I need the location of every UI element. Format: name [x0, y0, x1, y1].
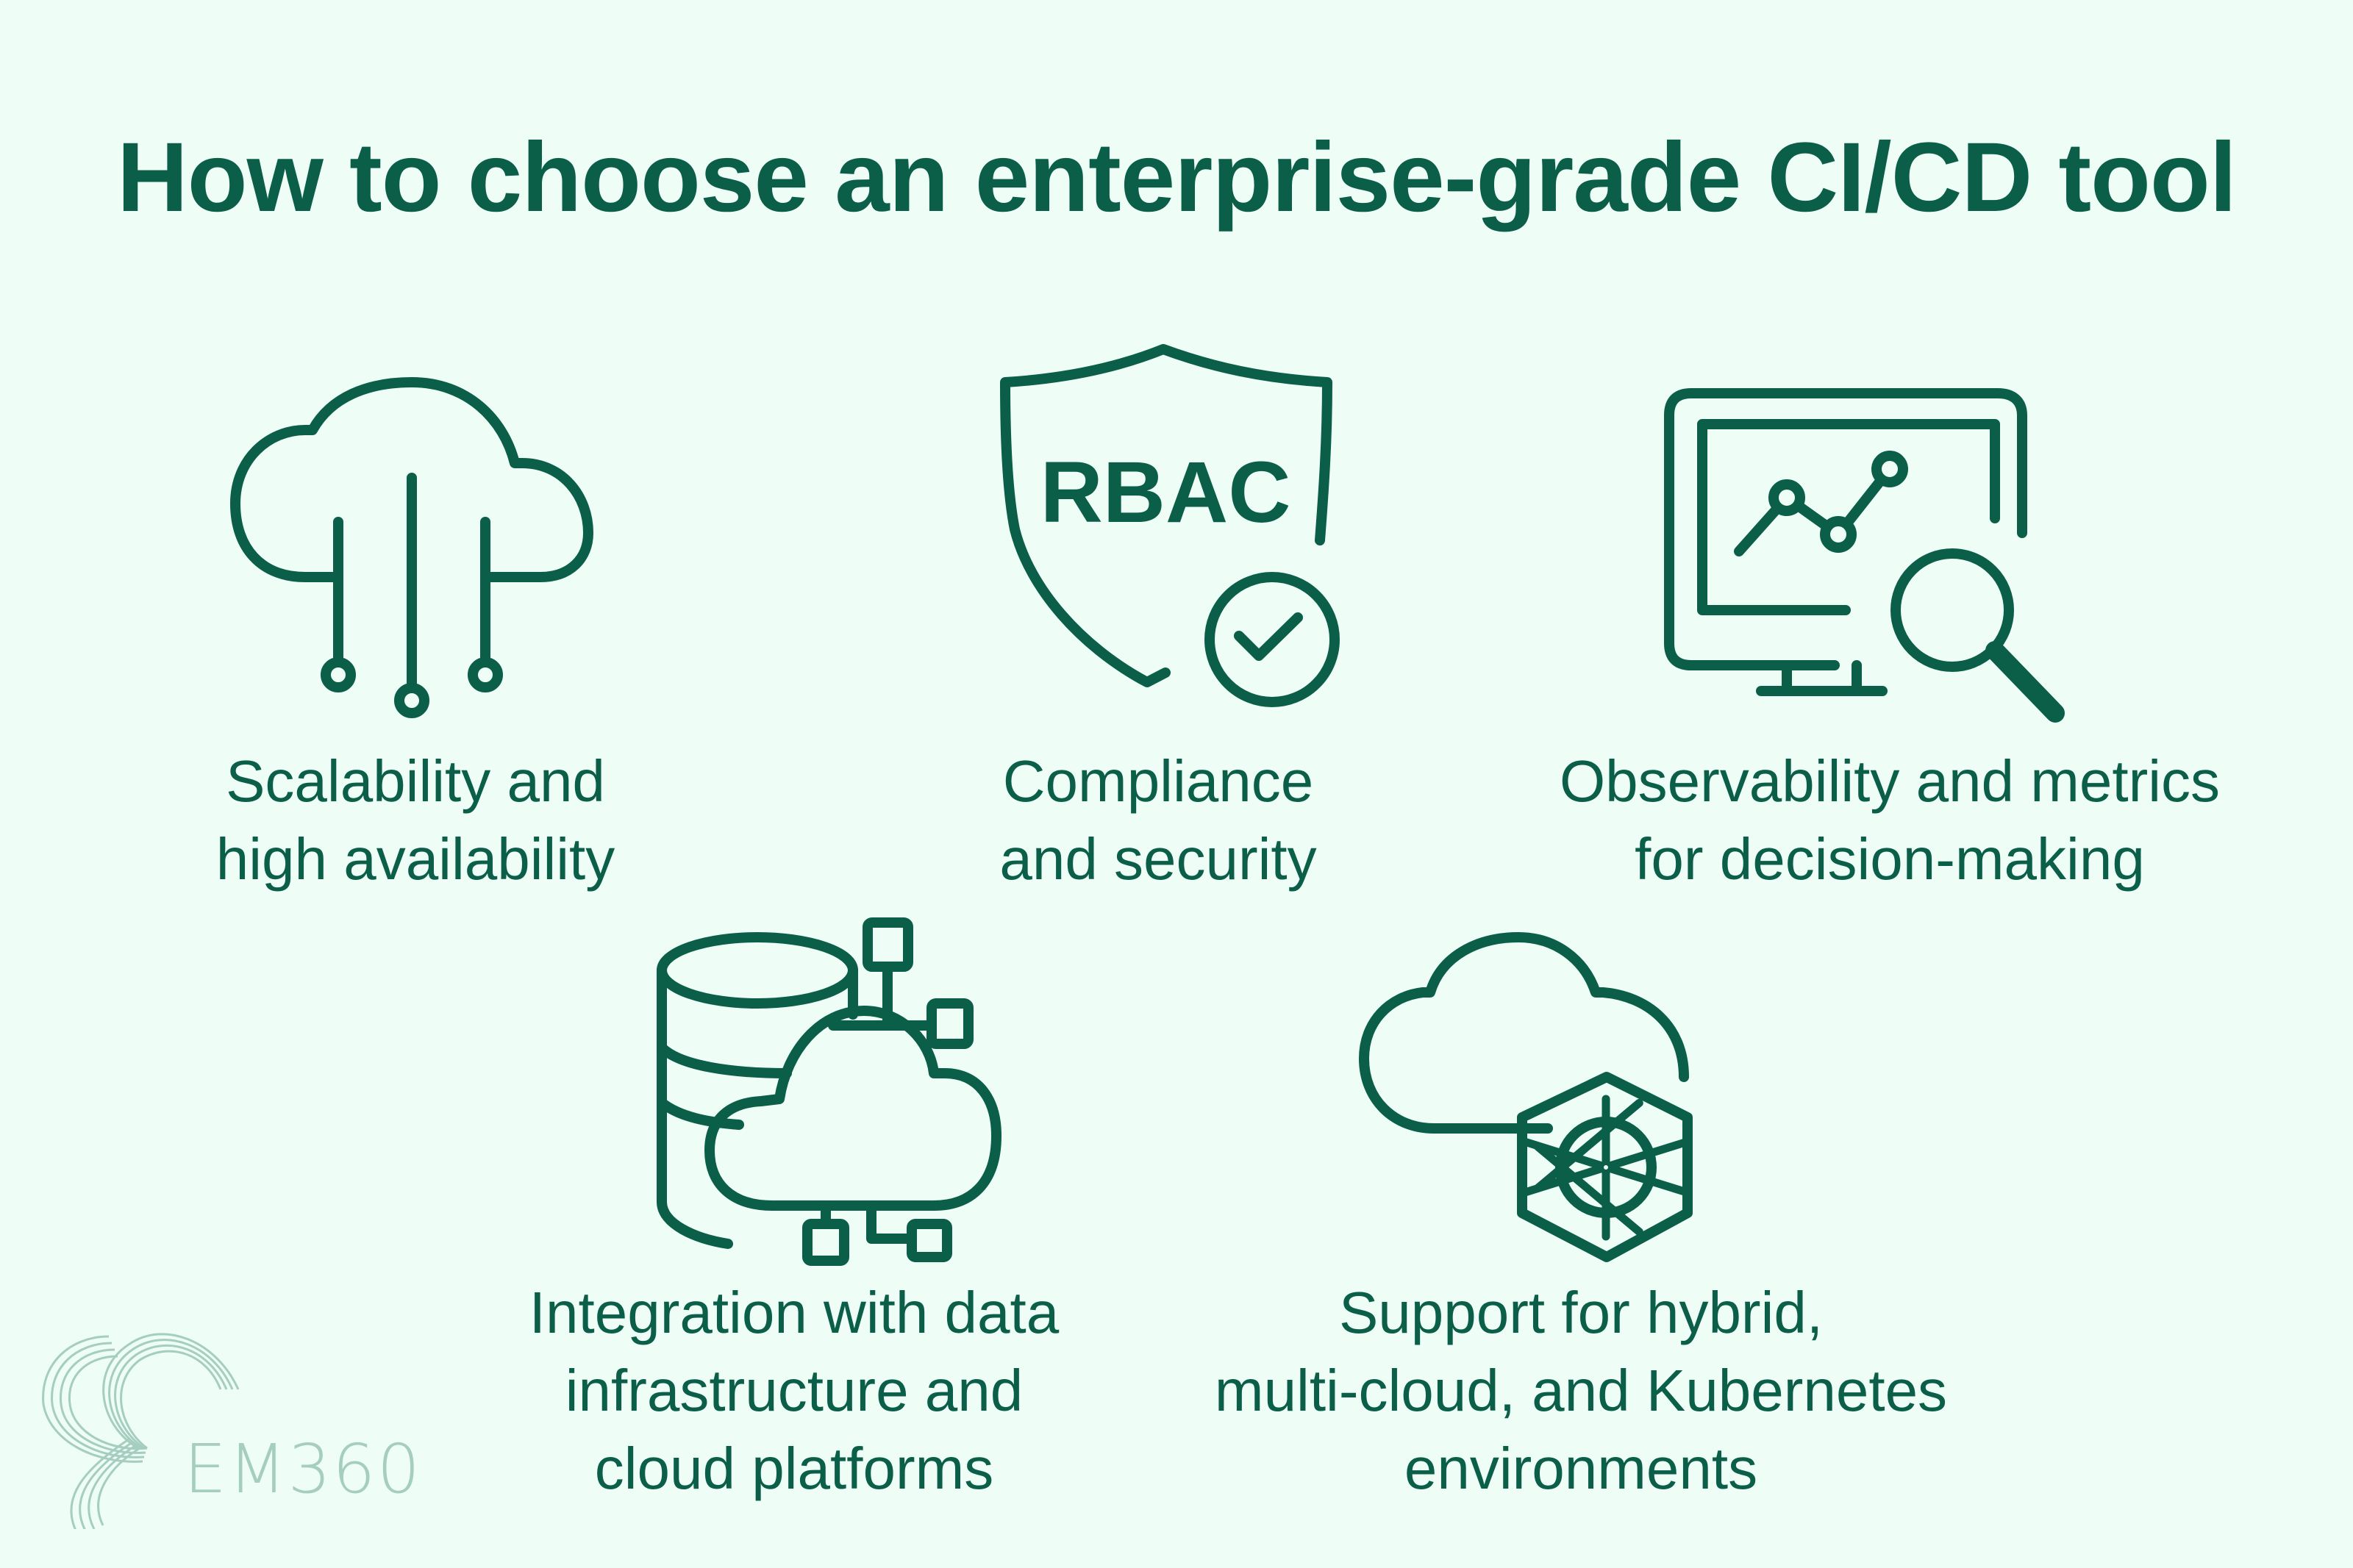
page-title: How to choose an enterprise-grade CI/CD … [116, 123, 2237, 232]
kubernetes-helm-icon [1519, 1095, 1693, 1241]
cloud-circuit-icon [230, 377, 593, 718]
em360-logo: EM360 [29, 1316, 420, 1533]
label-line: and security [999, 826, 1317, 892]
item-label-integration: Integration with data infrastructure and… [456, 1274, 1132, 1508]
item-label-scalability: Scalability and high availability [147, 742, 684, 898]
label-line: multi-cloud, and Kubernetes [1214, 1358, 1948, 1423]
monitor-chart-magnifier-icon [1664, 388, 2085, 723]
label-line: environments [1404, 1436, 1758, 1501]
label-line: cloud platforms [594, 1436, 994, 1501]
svg-text:RBAC: RBAC [1040, 444, 1291, 541]
cloud-kubernetes-icon [1359, 932, 1706, 1262]
item-label-compliance: Compliance and security [882, 742, 1434, 898]
shield-rbac-check-icon: RBAC [1000, 344, 1353, 720]
label-line: infrastructure and [565, 1358, 1024, 1423]
logo-text: EM360 [184, 1430, 422, 1508]
item-label-hybrid-support: Support for hybrid, multi-cloud, and Kub… [1103, 1274, 2059, 1508]
label-line: for decision-making [1635, 826, 2145, 892]
database-cloud-network-icon [651, 917, 1004, 1266]
label-line: Observability and metrics [1559, 748, 2221, 814]
label-line: Integration with data [529, 1280, 1060, 1345]
label-line: high availability [215, 826, 615, 892]
label-line: Compliance [1002, 748, 1314, 814]
item-label-observability: Observability and metrics for decision-m… [1507, 742, 2272, 898]
label-line: Scalability and [226, 748, 605, 814]
label-line: Support for hybrid, [1338, 1280, 1824, 1345]
logo-wave-icon [42, 1333, 240, 1533]
